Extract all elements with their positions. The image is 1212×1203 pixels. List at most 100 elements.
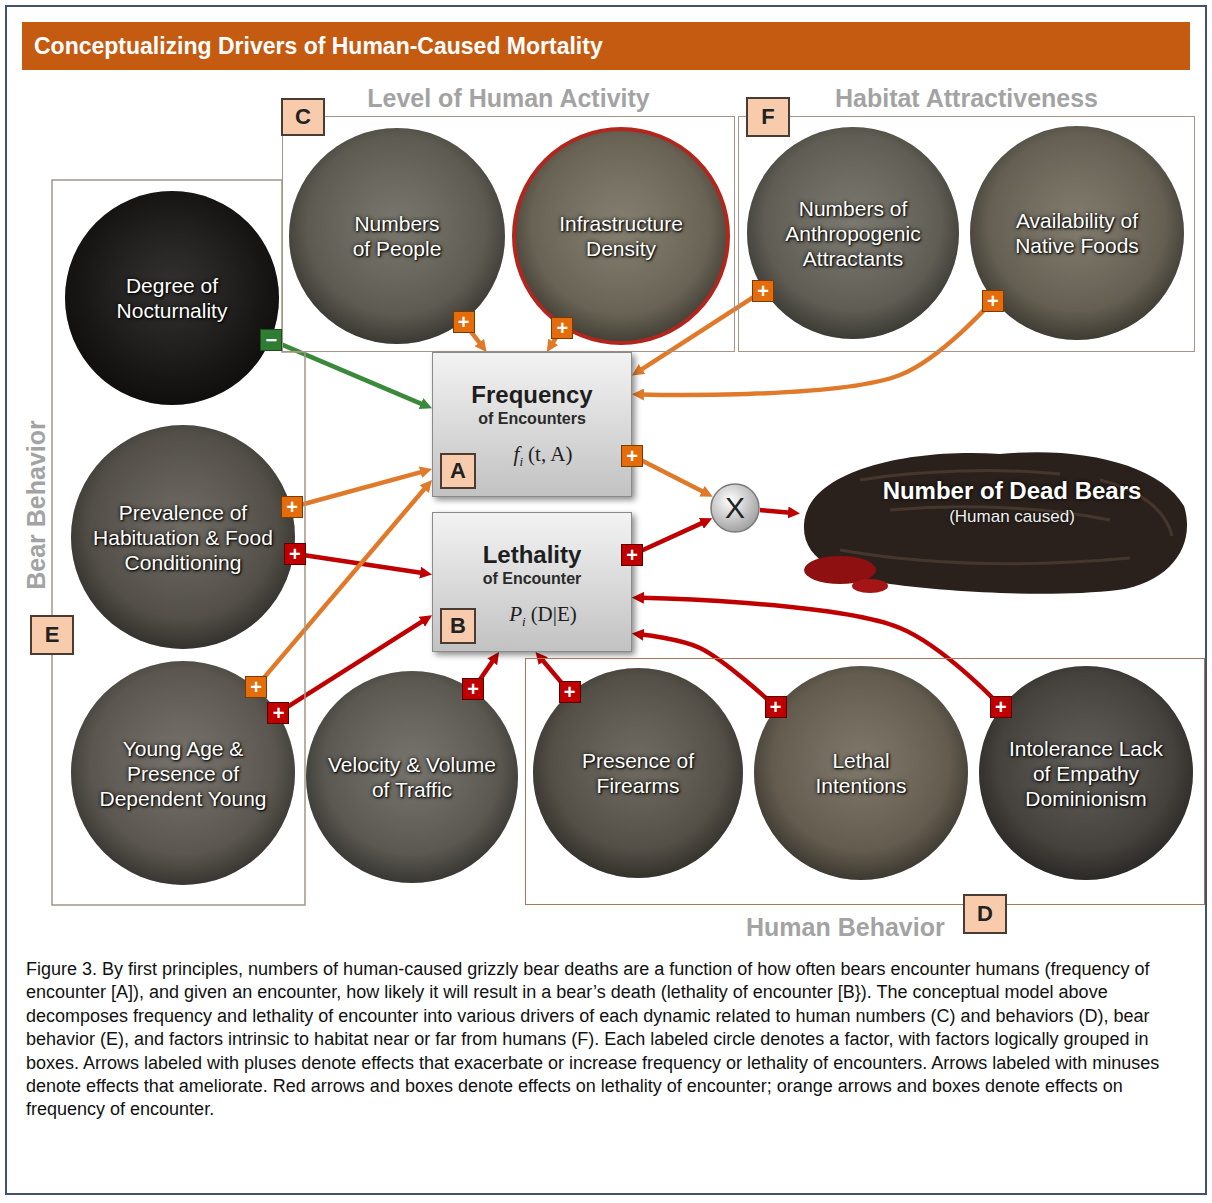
circle-fill <box>71 661 295 885</box>
effect-sign: + <box>559 681 581 703</box>
bear-body <box>804 452 1187 594</box>
circle-fill <box>747 127 959 339</box>
factor-circle: Numbers of People <box>288 127 506 345</box>
circle-fill <box>513 128 729 344</box>
factor-circle: Prevalence of Habituation & Food Conditi… <box>70 424 296 650</box>
factor-label: Young Age & Presence of Dependent Young <box>95 736 271 811</box>
circle-fill <box>289 128 505 344</box>
circle-shape <box>753 665 969 881</box>
connector-arrow <box>552 328 562 344</box>
circle-fill <box>754 666 968 880</box>
encounter-box: Lethalityof EncounterPi (D|E) B <box>432 512 632 652</box>
outcome-heading: Number of Dead Bears <box>862 476 1162 506</box>
box-subheading: of Encounter <box>433 569 631 589</box>
group-heading: Human Behavior <box>746 913 945 942</box>
effect-sign: + <box>621 544 643 566</box>
formula-subscript: i <box>522 614 526 629</box>
circle-fill <box>533 668 743 878</box>
factor-label: Intolerance Lack of Empathy Dominionism <box>1006 736 1166 811</box>
factor-label: Degree of Nocturnality <box>102 273 242 323</box>
factor-label: Lethal Intentions <box>806 748 916 798</box>
effect-sign: + <box>453 311 475 333</box>
factor-circle: Degree of Nocturnality <box>64 190 280 406</box>
circle-shape <box>532 667 744 879</box>
formula-subscript: i <box>519 454 523 469</box>
circle-shape <box>288 127 506 345</box>
connector-arrow <box>632 456 704 493</box>
effect-sign: + <box>990 696 1012 718</box>
factor-circle: Presence of Firearms <box>532 667 744 879</box>
effect-sign: + <box>765 696 787 718</box>
caption-area: Figure 3. By first principles, numbers o… <box>26 958 1186 1122</box>
effect-sign: + <box>551 317 573 339</box>
group-letter: E <box>30 615 74 655</box>
effect-sign: + <box>284 543 306 565</box>
connector-arrow <box>473 660 493 689</box>
box-letter: A <box>440 453 476 489</box>
factor-circle: Lethal Intentions <box>753 665 969 881</box>
box-letter: B <box>440 608 476 644</box>
box-heading: Lethality <box>433 541 631 569</box>
title-band: Conceptualizing Drivers of Human-Caused … <box>22 22 1190 70</box>
connector-arrow <box>292 472 423 508</box>
product-symbol: X <box>725 492 745 524</box>
factor-label: Velocity & Volume of Traffic <box>322 752 502 802</box>
circle-fill <box>65 191 279 405</box>
factor-label: Infrastructure Density <box>546 211 696 261</box>
effect-sign: − <box>260 329 282 351</box>
effect-sign: + <box>462 678 484 700</box>
circle-fill <box>306 671 518 883</box>
group-letter: F <box>746 97 790 137</box>
connector-arrow <box>271 340 423 404</box>
encounter-box: Frequencyof Encountersfi(t, A)A <box>432 352 632 497</box>
group-box: Habitat AttractivenessFNumbers of Anthro… <box>738 116 1195 352</box>
connector-arrow <box>542 659 570 692</box>
connector-arrow <box>760 510 791 513</box>
connector-arrow <box>632 522 704 555</box>
factor-label: Numbers of Anthropogenic Attractants <box>778 196 928 271</box>
circle-shading <box>979 666 1193 880</box>
circle-shading <box>747 127 959 339</box>
effect-sign: + <box>982 290 1004 312</box>
product-node: X <box>710 483 760 533</box>
connector-arrow <box>464 322 481 344</box>
group-outline-path <box>52 180 305 905</box>
circle-shape <box>512 127 730 345</box>
circle-shape <box>969 125 1185 341</box>
circle-shading <box>970 126 1184 340</box>
effect-sign: + <box>245 676 267 698</box>
factor-circle: Availability of Native Foods <box>969 125 1185 341</box>
group-heading: Habitat Attractiveness <box>739 84 1194 113</box>
outcome-label: Number of Dead Bears(Human caused) <box>862 476 1162 528</box>
circle-fill <box>71 425 295 649</box>
effect-sign: + <box>281 496 303 518</box>
circle-shading <box>306 671 518 883</box>
circle-shading <box>71 661 295 885</box>
factor-circle: Young Age & Presence of Dependent Young <box>70 660 296 886</box>
circle-shading <box>754 666 968 880</box>
box-subheading: of Encounters <box>433 409 631 429</box>
effect-sign: + <box>267 702 289 724</box>
fur-stroke <box>840 550 1130 564</box>
circle-shading <box>513 128 729 344</box>
factor-circle: Velocity & Volume of Traffic <box>305 670 519 884</box>
blood-stain <box>852 579 888 593</box>
group-letter: C <box>281 98 325 136</box>
factor-label: Presence of Firearms <box>568 748 708 798</box>
group-heading: Bear Behavior <box>22 420 51 590</box>
formula-symbol: P <box>509 602 522 626</box>
formula-arguments: (t, A) <box>528 442 572 466</box>
group-box: Level of Human ActivityCNumbers of Peopl… <box>282 116 735 352</box>
formula-arguments: (D|E) <box>531 602 577 626</box>
outcome-node: Number of Dead Bears(Human caused) <box>800 440 1190 600</box>
circle-shape <box>305 670 519 884</box>
circle-shading <box>289 128 505 344</box>
factor-circle: Intolerance Lack of Empathy Dominionism <box>978 665 1194 881</box>
caption: Figure 3. By first principles, numbers o… <box>26 958 1186 1122</box>
group-heading: Level of Human Activity <box>283 84 734 113</box>
circle-shading <box>65 191 279 405</box>
circle-shading <box>71 425 295 649</box>
outcome-note: (Human caused) <box>862 506 1162 528</box>
factor-label: Availability of Native Foods <box>1002 208 1152 258</box>
